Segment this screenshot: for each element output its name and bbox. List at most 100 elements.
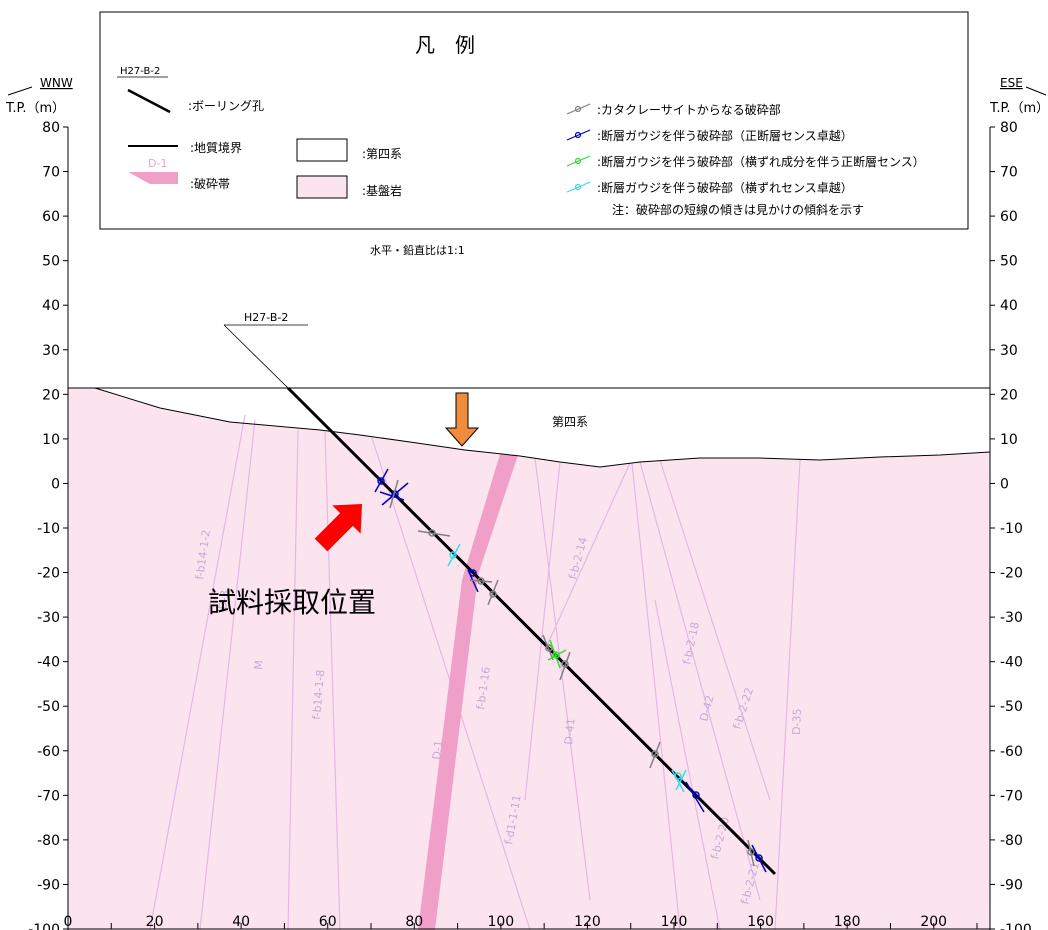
y-tick-label-left: -80 xyxy=(37,833,60,849)
tp-right: T.P.（m） xyxy=(989,101,1048,116)
y-tick-label-left: -20 xyxy=(37,566,60,582)
y-tick-label-right: 20 xyxy=(1000,387,1018,403)
gouge-strike-slip-marker xyxy=(675,769,687,791)
fault-line xyxy=(287,429,299,930)
legend-fracture-zone-tag: D-1 xyxy=(148,157,167,170)
gouge-oblique-marker xyxy=(547,639,567,669)
y-tick-label-right: 10 xyxy=(1000,432,1018,448)
cataclasite-marker xyxy=(747,839,755,867)
cataclasite-marker xyxy=(542,634,554,661)
y-tick-label-right: -50 xyxy=(1000,699,1023,715)
cataclasite-marker xyxy=(417,529,451,537)
y-tick-label-left: -60 xyxy=(37,744,60,760)
y-tick-label-right: 40 xyxy=(1000,298,1018,314)
legend-item-3: :断層ガウジを伴う破砕部（横ずれ成分を伴う正断層センス） xyxy=(597,154,925,169)
y-tick-label-left: -30 xyxy=(37,610,60,626)
legend-quaternary-desc: :第四系 xyxy=(362,147,402,161)
y-tick-label-right: -80 xyxy=(1000,833,1023,849)
red-arrow xyxy=(314,503,363,552)
y-tick-label-right: 0 xyxy=(1000,476,1009,492)
legend-bedrock-swatch xyxy=(296,175,348,199)
legend-marker-cataclasite xyxy=(566,103,591,115)
y-tick-label-left: 20 xyxy=(42,387,60,403)
cataclasite-marker xyxy=(389,479,399,509)
y-tick-label-left: 0 xyxy=(51,476,60,492)
x-tick-label: 160 xyxy=(747,914,774,930)
cataclasite-marker xyxy=(559,651,571,681)
gouge-normal-marker xyxy=(685,781,705,813)
fault-line xyxy=(524,461,561,801)
x-tick-label: 80 xyxy=(405,914,423,930)
fracture-zone-d1 xyxy=(418,454,518,930)
legend-marker-gouge-oblique xyxy=(566,155,591,167)
gouge-strike-slip-marker xyxy=(447,543,461,567)
y-tick-label-left: 50 xyxy=(42,254,60,270)
x-tick-label: 60 xyxy=(319,914,337,930)
x-tick-label: 100 xyxy=(487,914,514,930)
geological-boundary xyxy=(94,387,991,468)
x-axis-ticks: 0 20 40 60 80 100 120 140 160 180 200 xyxy=(64,914,978,930)
bedrock-area xyxy=(68,388,990,930)
y-tick-label-right: 80 xyxy=(1000,120,1018,136)
quaternary-label: 第四系 xyxy=(552,415,588,429)
y-tick-label-right: 50 xyxy=(1000,254,1018,270)
y-tick-label-left: 70 xyxy=(42,165,60,181)
x-tick-label: 20 xyxy=(146,914,164,930)
gouge-strike-slip-marker xyxy=(671,769,685,793)
fault-line xyxy=(631,462,681,930)
x-tick-label: 120 xyxy=(574,914,601,930)
y-tick-label-right: -30 xyxy=(1000,610,1023,626)
x-tick-label: 200 xyxy=(920,914,947,930)
legend-box xyxy=(99,11,969,230)
x-tick-label: 40 xyxy=(232,914,250,930)
fault-label: D-1 xyxy=(430,739,445,760)
cataclasite-marker xyxy=(649,741,661,769)
legend-marker-gouge-strike-slip xyxy=(566,181,591,193)
y-tick-label-right: -20 xyxy=(1000,566,1023,582)
fault-line xyxy=(324,431,341,930)
fault-label: f-b-1-16 xyxy=(474,666,493,711)
legend-bedrock-desc: :基盤岩 xyxy=(362,183,402,198)
y-tick-label-right: -90 xyxy=(1000,877,1023,893)
x-tick-label: 140 xyxy=(661,914,688,930)
legend-item-1: :カタクレーサイトからなる破砕部 xyxy=(597,102,781,117)
y-tick-label-right: -40 xyxy=(1000,655,1023,671)
legend-quaternary-swatch xyxy=(296,138,348,162)
x-tick-label: 180 xyxy=(834,914,861,930)
y-tick-label-left: -50 xyxy=(37,699,60,715)
y-tick-label-left: 30 xyxy=(42,343,60,359)
fault-line xyxy=(534,457,591,901)
y-tick-label-left: 40 xyxy=(42,298,60,314)
legend-item-2: :断層ガウジを伴う破砕部（正断層センス卓越） xyxy=(597,128,853,143)
fault-label: D-3 xyxy=(216,589,232,610)
y-tick-label-left: 80 xyxy=(42,120,60,136)
scale-note: 水平・鉛直比は1:1 xyxy=(370,243,465,257)
y-tick-label-right: -100 xyxy=(1000,922,1032,930)
legend-borehole-symbol xyxy=(127,88,171,114)
legend-fracture-zone-desc: :破砕帯 xyxy=(190,176,230,191)
borehole-label: H27-B-2 xyxy=(244,311,288,324)
dir-left-arrow xyxy=(7,86,33,96)
borehole-leader-diag xyxy=(223,324,289,389)
fault-line xyxy=(654,599,721,930)
fault-label: M xyxy=(252,660,266,671)
fault-line xyxy=(774,459,801,930)
fault-line xyxy=(639,461,761,901)
fault-label: D-35 xyxy=(790,708,804,735)
x-tick-label: 0 xyxy=(64,914,73,930)
fault-line xyxy=(199,419,256,930)
fault-label: f-b14-1-8 xyxy=(310,669,327,720)
y-tick-label-right: 70 xyxy=(1000,165,1018,181)
y-tick-label-right: -10 xyxy=(1000,521,1023,537)
y-tick-label-left: 60 xyxy=(42,209,60,225)
legend-boundary-desc: :地質境界 xyxy=(190,140,242,155)
y-tick-label-left: -90 xyxy=(37,877,60,893)
y-tick-label-left: 10 xyxy=(42,432,60,448)
cataclasite-marker xyxy=(487,579,499,606)
legend-marker-gouge-normal xyxy=(566,129,591,141)
y-tick-label-right: -70 xyxy=(1000,788,1023,804)
fault-line xyxy=(659,459,771,801)
legend: 凡 例 H27-B-2 :ボーリング孔 :地質境界 D-1 :破砕帯 :第四系 … xyxy=(99,11,969,230)
